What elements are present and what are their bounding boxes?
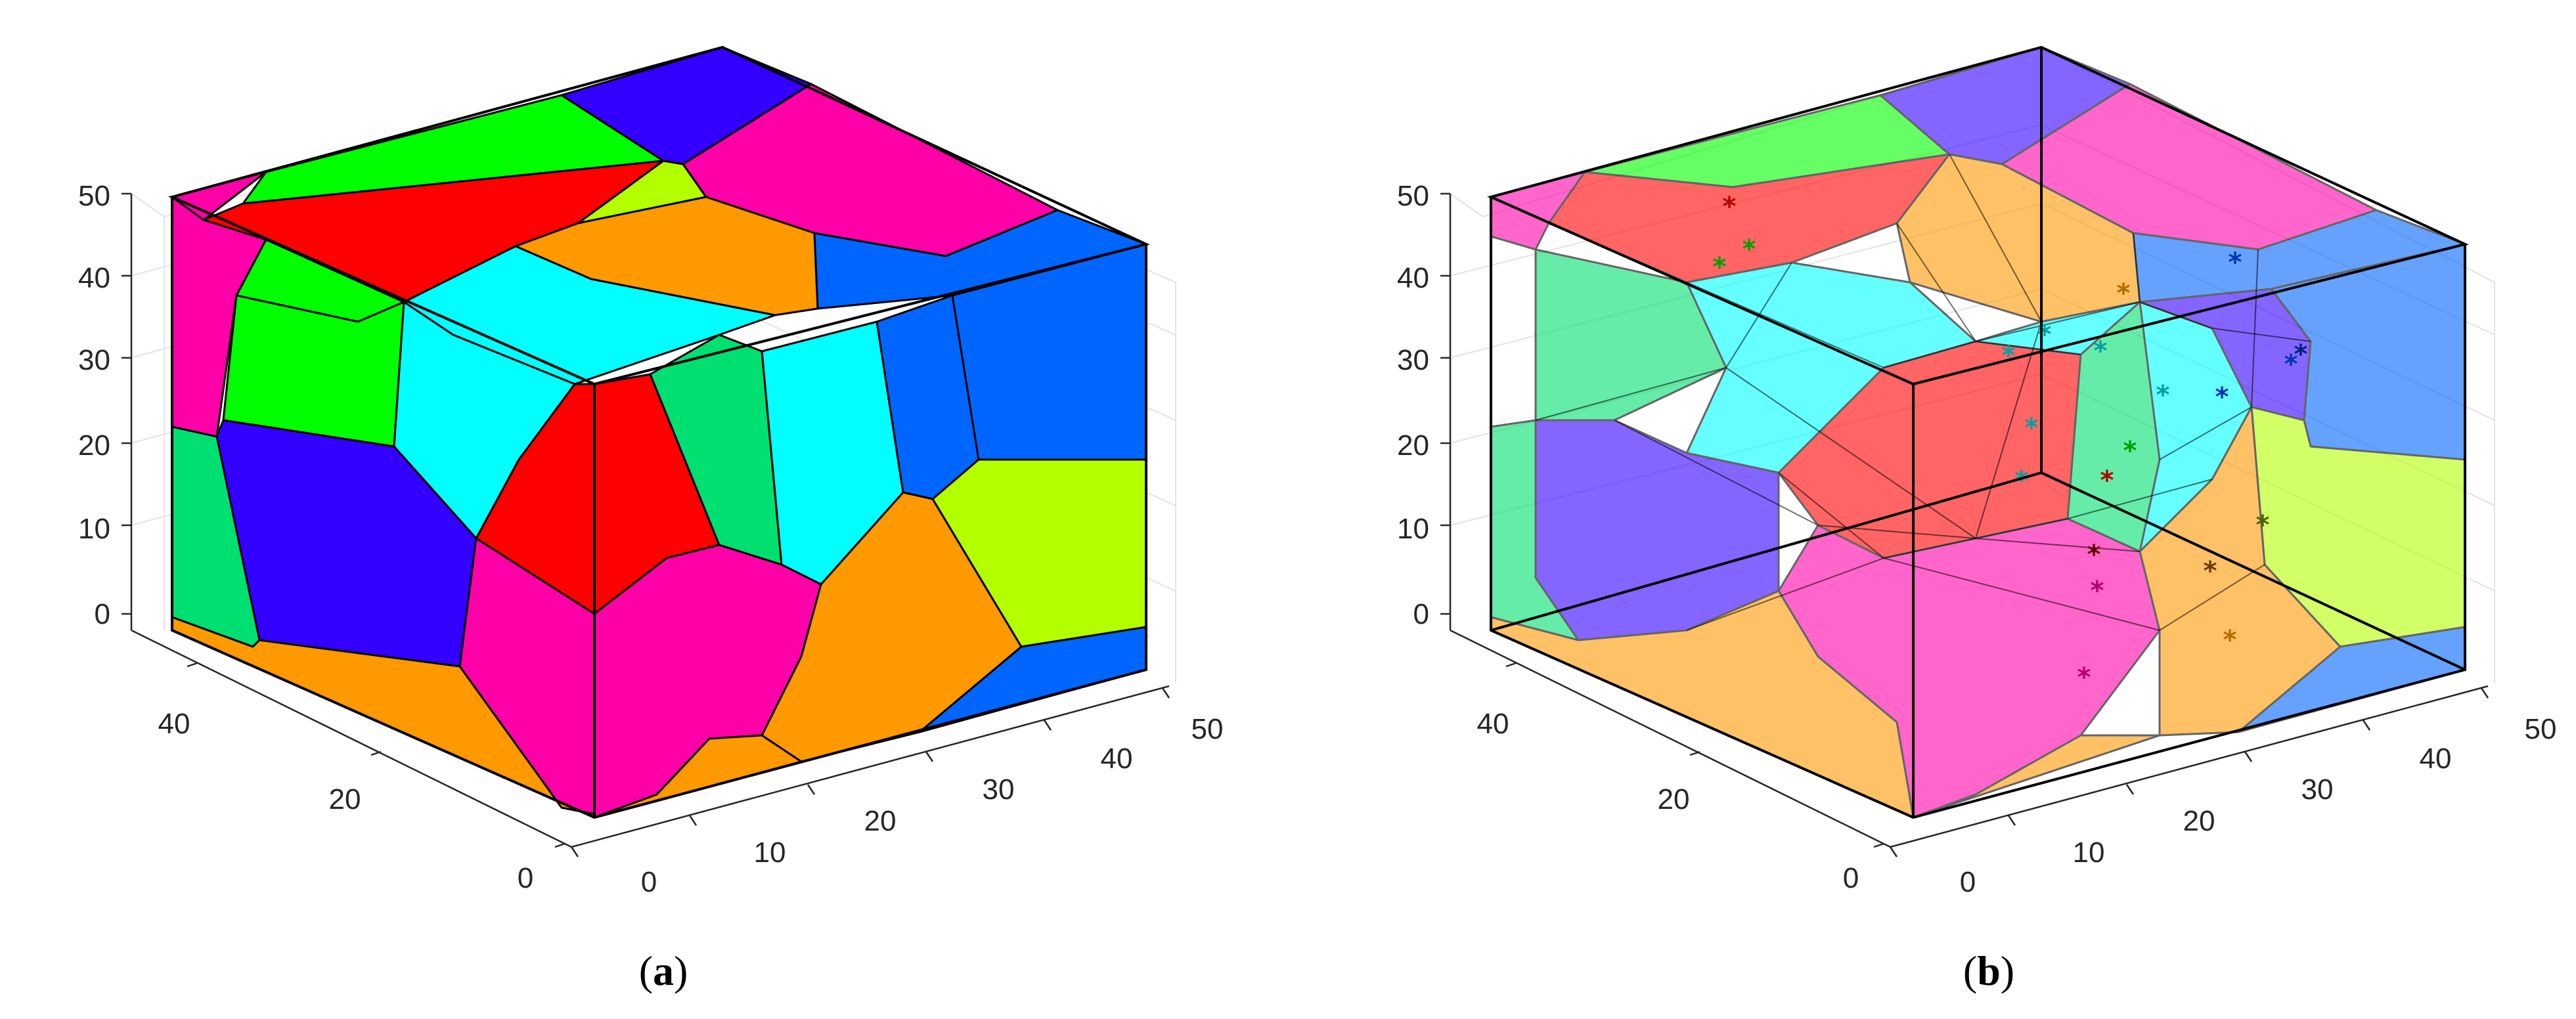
y-tick-0: 0 [1843,862,1859,894]
x-tick-0: 0 [1960,866,1976,898]
seed-marker: * [2229,248,2242,278]
panel-a-left-face [171,196,596,819]
x-tick-10: 10 [754,836,786,869]
z-tick-30: 30 [1397,344,1429,376]
panel-b-cells [1490,46,2466,819]
cell-b-orange-bottom-right [1912,734,2161,819]
seed-marker: * [2015,466,2029,496]
seed-marker: * [2156,380,2170,410]
y-tick-20: 20 [1658,783,1690,815]
seed-marker: * [2025,413,2039,443]
panel-b-y-tick-labels: 0 20 40 [1477,708,1859,894]
panel-a-y-tick-labels: 0 20 40 [158,708,534,894]
panel-b-x-tick-labels: 0 10 20 30 40 50 [1960,713,2557,898]
z-tick-40: 40 [78,262,110,294]
x-tick-0: 0 [641,866,657,898]
x-tick-40: 40 [2420,743,2452,775]
x-tick-30: 30 [2301,773,2334,806]
seed-marker: * [2091,576,2104,606]
y-tick-40: 40 [1477,708,1509,740]
seed-marker: * [2256,510,2270,540]
seed-marker: * [2077,662,2091,693]
seed-marker: * [2294,339,2308,370]
z-tick-0: 0 [1413,598,1429,630]
z-tick-20: 20 [78,429,110,462]
z-tick-40: 40 [1397,262,1429,294]
seed-marker: * [2123,436,2137,466]
seed-marker: * [2087,540,2101,570]
seed-marker: * [1723,192,1737,222]
x-tick-10: 10 [2073,836,2105,869]
z-tick-20: 20 [1397,429,1429,462]
seed-marker: * [1713,252,1727,282]
seed-marker: * [2117,278,2131,309]
panel-a-right-face [593,243,1147,819]
x-tick-30: 30 [983,773,1015,806]
x-tick-40: 40 [1101,743,1133,775]
panel-a-caption: (a) [639,947,688,994]
seed-marker: * [1743,234,1756,265]
seed-marker: * [2094,336,2108,366]
panel-a-axes [122,192,1170,857]
y-tick-40: 40 [158,708,190,740]
panel-a-top-face [171,46,1147,385]
x-tick-50: 50 [2525,713,2557,745]
x-tick-20: 20 [2183,805,2215,837]
z-tick-10: 10 [1397,513,1429,545]
z-tick-50: 50 [1397,180,1429,212]
z-tick-30: 30 [78,344,110,376]
panel-a-cube-edges [168,45,1150,819]
panel-b-axes [1440,192,2489,857]
seed-marker: * [2215,382,2229,412]
panel-b-voronoi-transparent: * * * * * * * * * * * * * * * * * * * * … [1397,45,2557,994]
seed-marker: * [2038,320,2052,350]
panel-b-seed-points: * * * * * * * * * * * * * * * * * * * * … [1713,192,2308,693]
seed-marker: * [2100,466,2114,496]
z-tick-10: 10 [78,513,110,545]
panel-b-caption: (b) [1963,947,2014,994]
z-tick-50: 50 [78,180,110,212]
seed-marker: * [2284,349,2298,379]
seed-marker: * [2002,341,2016,371]
panel-a-x-tick-labels: 0 10 20 30 40 50 [641,713,1224,898]
x-tick-50: 50 [1191,713,1224,745]
panel-a-voronoi-opaque: 0 10 20 30 40 50 0 10 20 30 40 50 0 20 4… [78,45,1224,994]
y-tick-0: 0 [518,862,533,894]
seed-marker: * [2204,556,2217,586]
panel-a-z-tick-labels: 0 10 20 30 40 50 [78,180,110,630]
seed-marker: * [2223,625,2237,655]
x-tick-20: 20 [864,805,897,837]
panel-b-z-tick-labels: 0 10 20 30 40 50 [1397,180,1429,630]
panel-b-cube-edges [1487,45,2469,819]
cell-b-green-center [2066,301,2161,553]
z-tick-0: 0 [95,598,110,630]
y-tick-20: 20 [329,783,361,815]
